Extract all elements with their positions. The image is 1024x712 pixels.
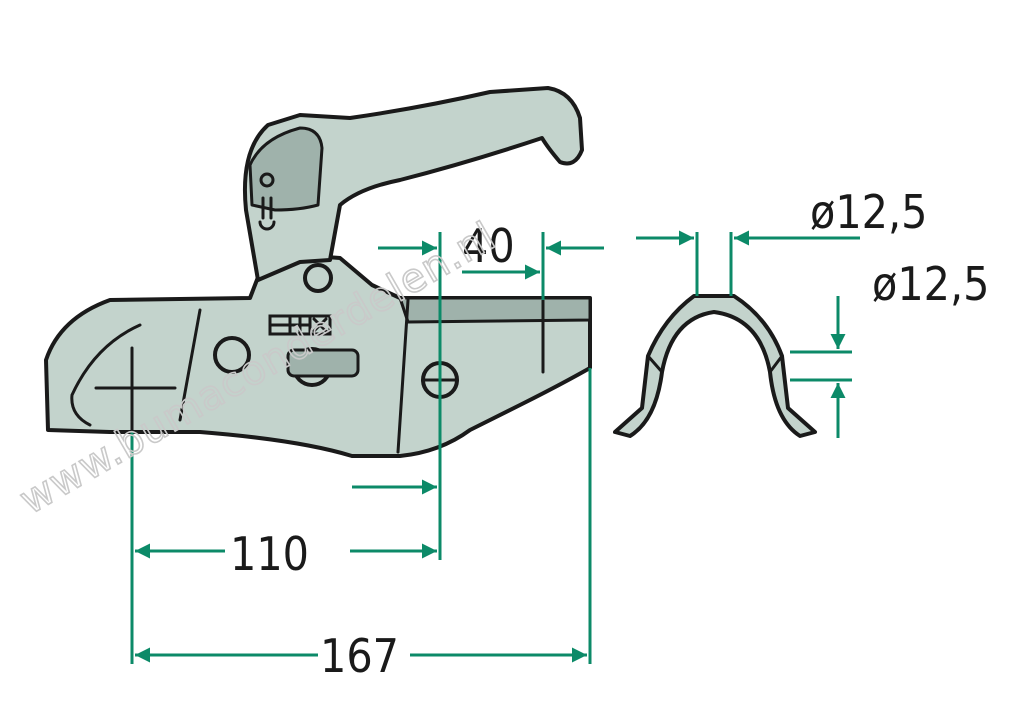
- bracket-inner-line: [646, 354, 784, 374]
- handle-lever: [242, 86, 584, 282]
- ball-to-hole-label: 110: [230, 527, 309, 581]
- key-slot: [258, 196, 276, 231]
- hole-diameter-side-label: ø12,5: [872, 257, 989, 311]
- hole-diameter-top-label: ø12,5: [810, 185, 927, 239]
- housing-contour: [70, 308, 202, 427]
- rivet-top: [303, 263, 333, 293]
- ball-centre-mark: [94, 346, 177, 432]
- housing-seam: [396, 298, 410, 454]
- dimension-lines: [130, 230, 860, 664]
- indicator-hole: [259, 172, 275, 188]
- handle-hinge: [248, 126, 324, 212]
- pin-spacing-label: 40: [462, 219, 515, 273]
- coupling-head: [44, 86, 592, 458]
- symbol-plate: [268, 314, 332, 336]
- bracket-section: [613, 294, 817, 438]
- overall-length-label: 167: [320, 629, 399, 683]
- rivet-left: [213, 336, 251, 374]
- wear-indicator-slot: [286, 348, 360, 378]
- front-recess: [398, 296, 592, 324]
